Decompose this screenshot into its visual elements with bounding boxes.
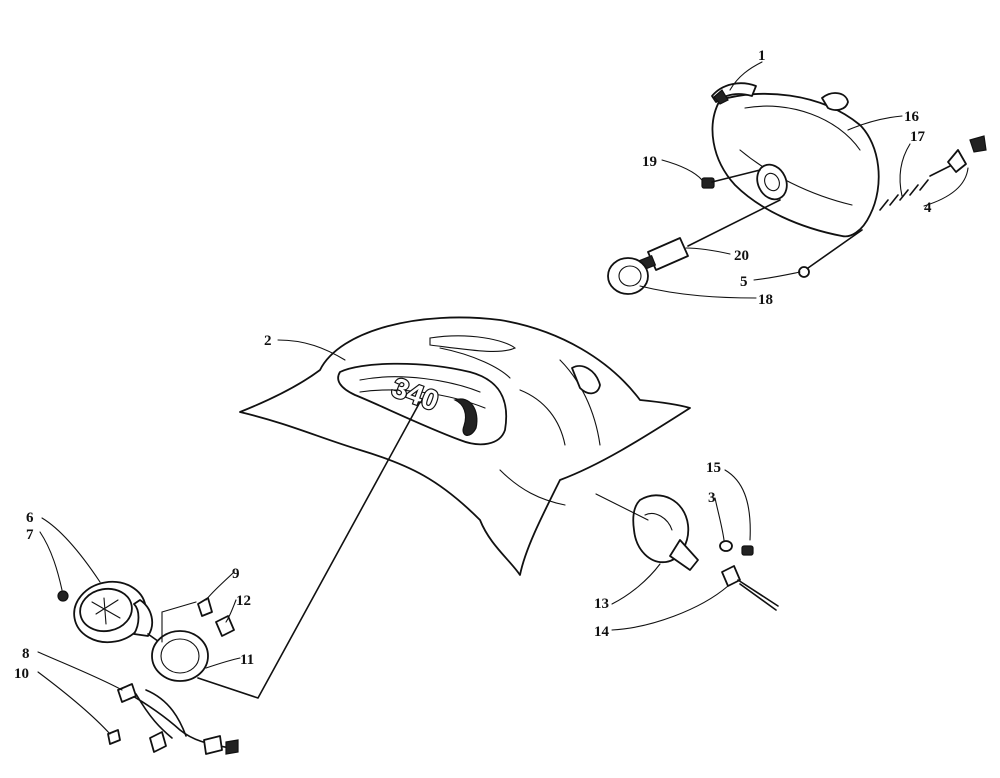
callout-2: 2 <box>264 333 272 349</box>
callout-5: 5 <box>740 274 748 290</box>
headlight-housing <box>711 92 880 238</box>
wiring-harness <box>117 683 239 755</box>
lamp-bulb <box>215 615 235 637</box>
harness-connector <box>107 729 121 745</box>
adjuster-tab <box>821 92 849 111</box>
callout-3: 3 <box>708 490 716 506</box>
leader-lines <box>37 61 969 735</box>
callout-20: 20 <box>734 248 749 264</box>
callout-19: 19 <box>642 154 657 170</box>
callout-12: 12 <box>236 593 251 609</box>
callout-14: 14 <box>594 624 610 640</box>
tail-light-socket <box>721 565 779 611</box>
callout-7: 7 <box>26 527 34 543</box>
retaining-ring <box>607 257 649 295</box>
headlight-bulb <box>637 199 781 272</box>
callout-16: 16 <box>904 109 920 125</box>
callout-labels: 1 2 3 4 5 6 7 8 9 10 11 12 13 14 15 16 1… <box>14 48 932 682</box>
headlight-bracket <box>711 82 757 105</box>
gauge-screw <box>57 590 69 602</box>
callout-13: 13 <box>594 596 609 612</box>
adjusting-screw <box>798 229 863 278</box>
lamp-socket <box>197 597 213 617</box>
speedometer-gauge <box>73 580 154 644</box>
nut <box>741 545 754 556</box>
hood-emblem-panel: 340 <box>337 362 508 446</box>
callout-6: 6 <box>26 510 34 526</box>
hood-vent <box>571 365 601 395</box>
callout-9: 9 <box>232 566 240 582</box>
callout-11: 11 <box>240 652 254 668</box>
callout-15: 15 <box>706 460 721 476</box>
adjuster-spring <box>879 159 963 211</box>
callout-4: 4 <box>924 200 932 216</box>
headlight-reflector-socket <box>756 163 788 201</box>
washer <box>719 540 733 552</box>
callout-8: 8 <box>22 646 30 662</box>
callout-17: 17 <box>910 129 926 145</box>
tail-light-housing <box>632 494 699 571</box>
headlight-screw <box>701 169 761 189</box>
gauge-bezel-ring <box>151 630 209 682</box>
callout-1: 1 <box>758 48 766 64</box>
callout-18: 18 <box>758 292 773 308</box>
hood-cowling <box>239 316 691 576</box>
spring-clip <box>947 135 987 173</box>
callout-10: 10 <box>14 666 29 682</box>
